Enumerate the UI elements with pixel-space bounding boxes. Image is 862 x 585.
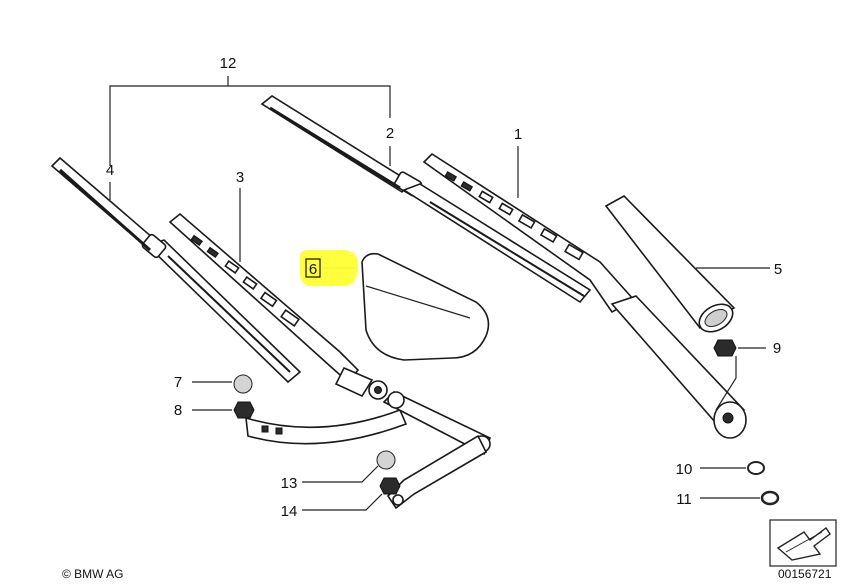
nut-14[interactable] <box>379 477 401 495</box>
label-10: 10 <box>676 461 693 478</box>
arrow-icon <box>776 526 831 561</box>
cap-7[interactable] <box>233 374 253 394</box>
label-4: 4 <box>106 162 114 179</box>
wiper-blade-right[interactable] <box>260 95 592 304</box>
label-6-highlight <box>300 250 358 286</box>
label-5: 5 <box>774 261 782 278</box>
arm-left-slots <box>190 234 300 327</box>
wiper-linkage[interactable] <box>245 391 492 510</box>
wiper-arm-right[interactable] <box>422 152 747 439</box>
part-labels: 12 2 1 4 3 5 6 7 8 9 10 11 13 14 <box>106 55 782 520</box>
arm-cover-cap[interactable] <box>604 195 738 337</box>
washer-10[interactable] <box>747 461 765 475</box>
label-3: 3 <box>236 169 244 186</box>
diagram-number: 00156721 <box>778 567 832 581</box>
copyright-text: © BMW AG <box>62 567 124 581</box>
label-6: 6 <box>309 261 317 278</box>
label-14: 14 <box>281 503 298 520</box>
washer-11[interactable] <box>760 490 780 506</box>
cap-13[interactable] <box>376 450 396 470</box>
label-1: 1 <box>514 126 522 143</box>
wiper-arm-left[interactable] <box>168 212 388 400</box>
wiper-arm-cover[interactable] <box>361 252 490 361</box>
nut-9[interactable] <box>713 339 737 357</box>
label-11: 11 <box>676 491 692 508</box>
wiper-blade-left[interactable] <box>50 156 302 384</box>
leader-lines <box>109 146 770 511</box>
label-2: 2 <box>386 125 394 142</box>
nut-8[interactable] <box>233 401 255 419</box>
label-12: 12 <box>220 55 237 72</box>
label-7: 7 <box>174 374 182 391</box>
diagram-reference-box <box>769 519 837 567</box>
group-bracket-12 <box>109 76 391 166</box>
label-9: 9 <box>773 340 781 357</box>
label-8: 8 <box>174 402 182 419</box>
arm-right-slots <box>444 171 585 261</box>
label-13: 13 <box>281 475 298 492</box>
